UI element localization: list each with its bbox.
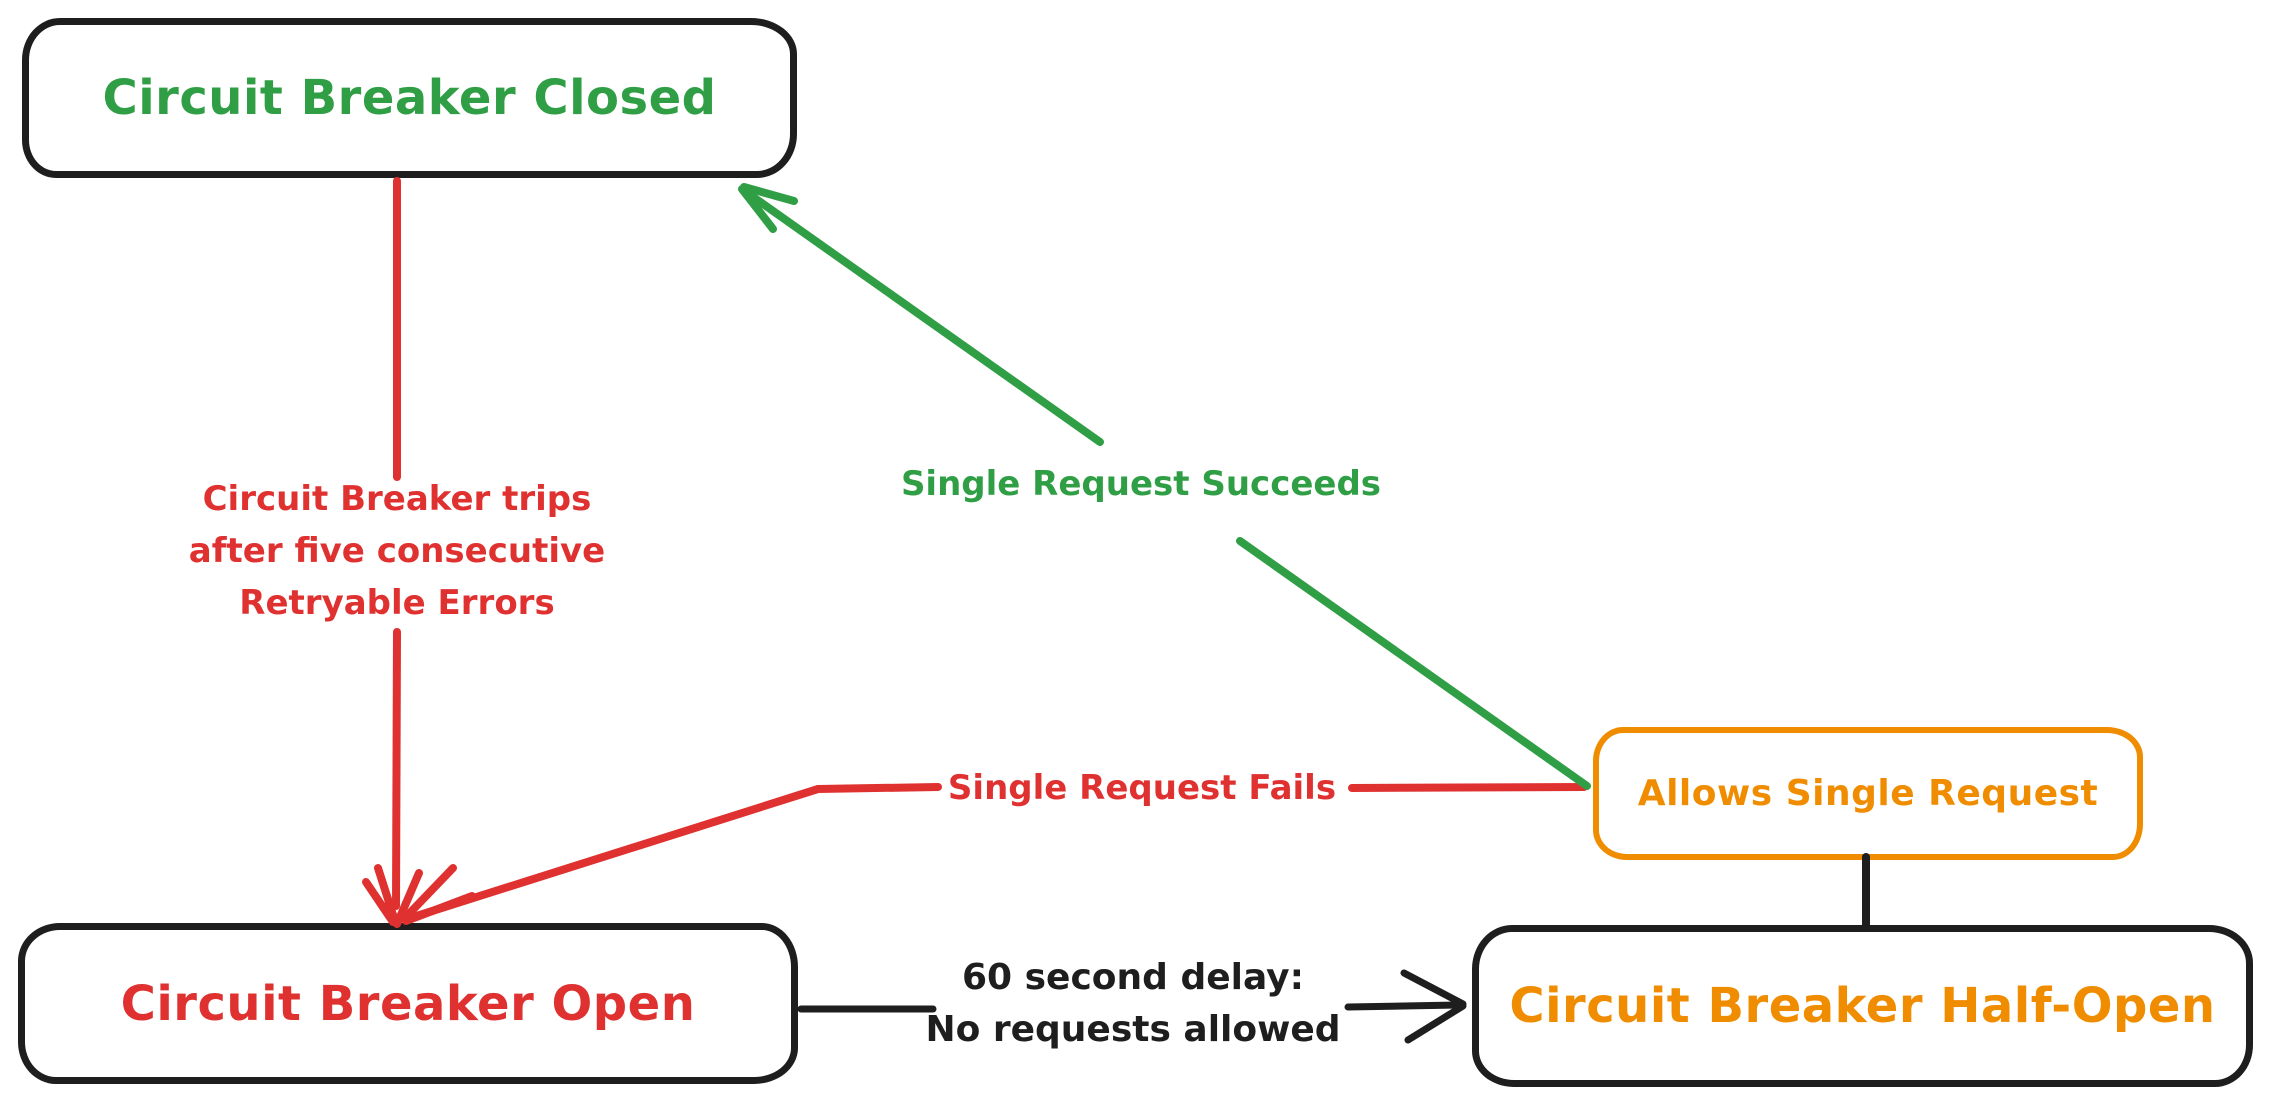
node-circuit-breaker-half-open: Circuit Breaker Half-Open	[1472, 925, 2253, 1087]
edge-label-trips-line2: after five consecutive	[188, 531, 606, 571]
edge-label-trips: Circuit Breaker trips after five consecu…	[189, 473, 605, 629]
node-closed-label: Circuit Breaker Closed	[102, 70, 717, 126]
succeeds-arrowhead-icon	[738, 183, 798, 233]
node-circuit-breaker-open: Circuit Breaker Open	[18, 923, 798, 1084]
fails-arrowhead-icon	[400, 864, 476, 925]
node-half-open-label: Circuit Breaker Half-Open	[1509, 978, 2216, 1034]
edge-label-delay-line1: 60 second delay:	[961, 957, 1305, 998]
edge-label-fails: Single Request Fails	[947, 768, 1337, 808]
node-open-label: Circuit Breaker Open	[120, 975, 696, 1032]
edge-label-trips-line3: Retryable Errors	[239, 583, 555, 623]
edge-label-delay-line2: No requests allowed	[925, 1009, 1341, 1050]
trips-arrowhead-icon	[362, 864, 423, 928]
node-allows-single-request: Allows Single Request	[1593, 727, 2143, 860]
edge-label-trips-line1: Circuit Breaker trips	[202, 479, 592, 519]
node-allows-label: Allows Single Request	[1637, 773, 2099, 814]
edge-label-delay: 60 second delay: No requests allowed	[925, 952, 1340, 1056]
edge-label-succeeds: Single Request Succeeds	[900, 464, 1382, 504]
node-circuit-breaker-closed: Circuit Breaker Closed	[22, 18, 797, 178]
delay-arrowhead-icon	[1400, 969, 1467, 1044]
